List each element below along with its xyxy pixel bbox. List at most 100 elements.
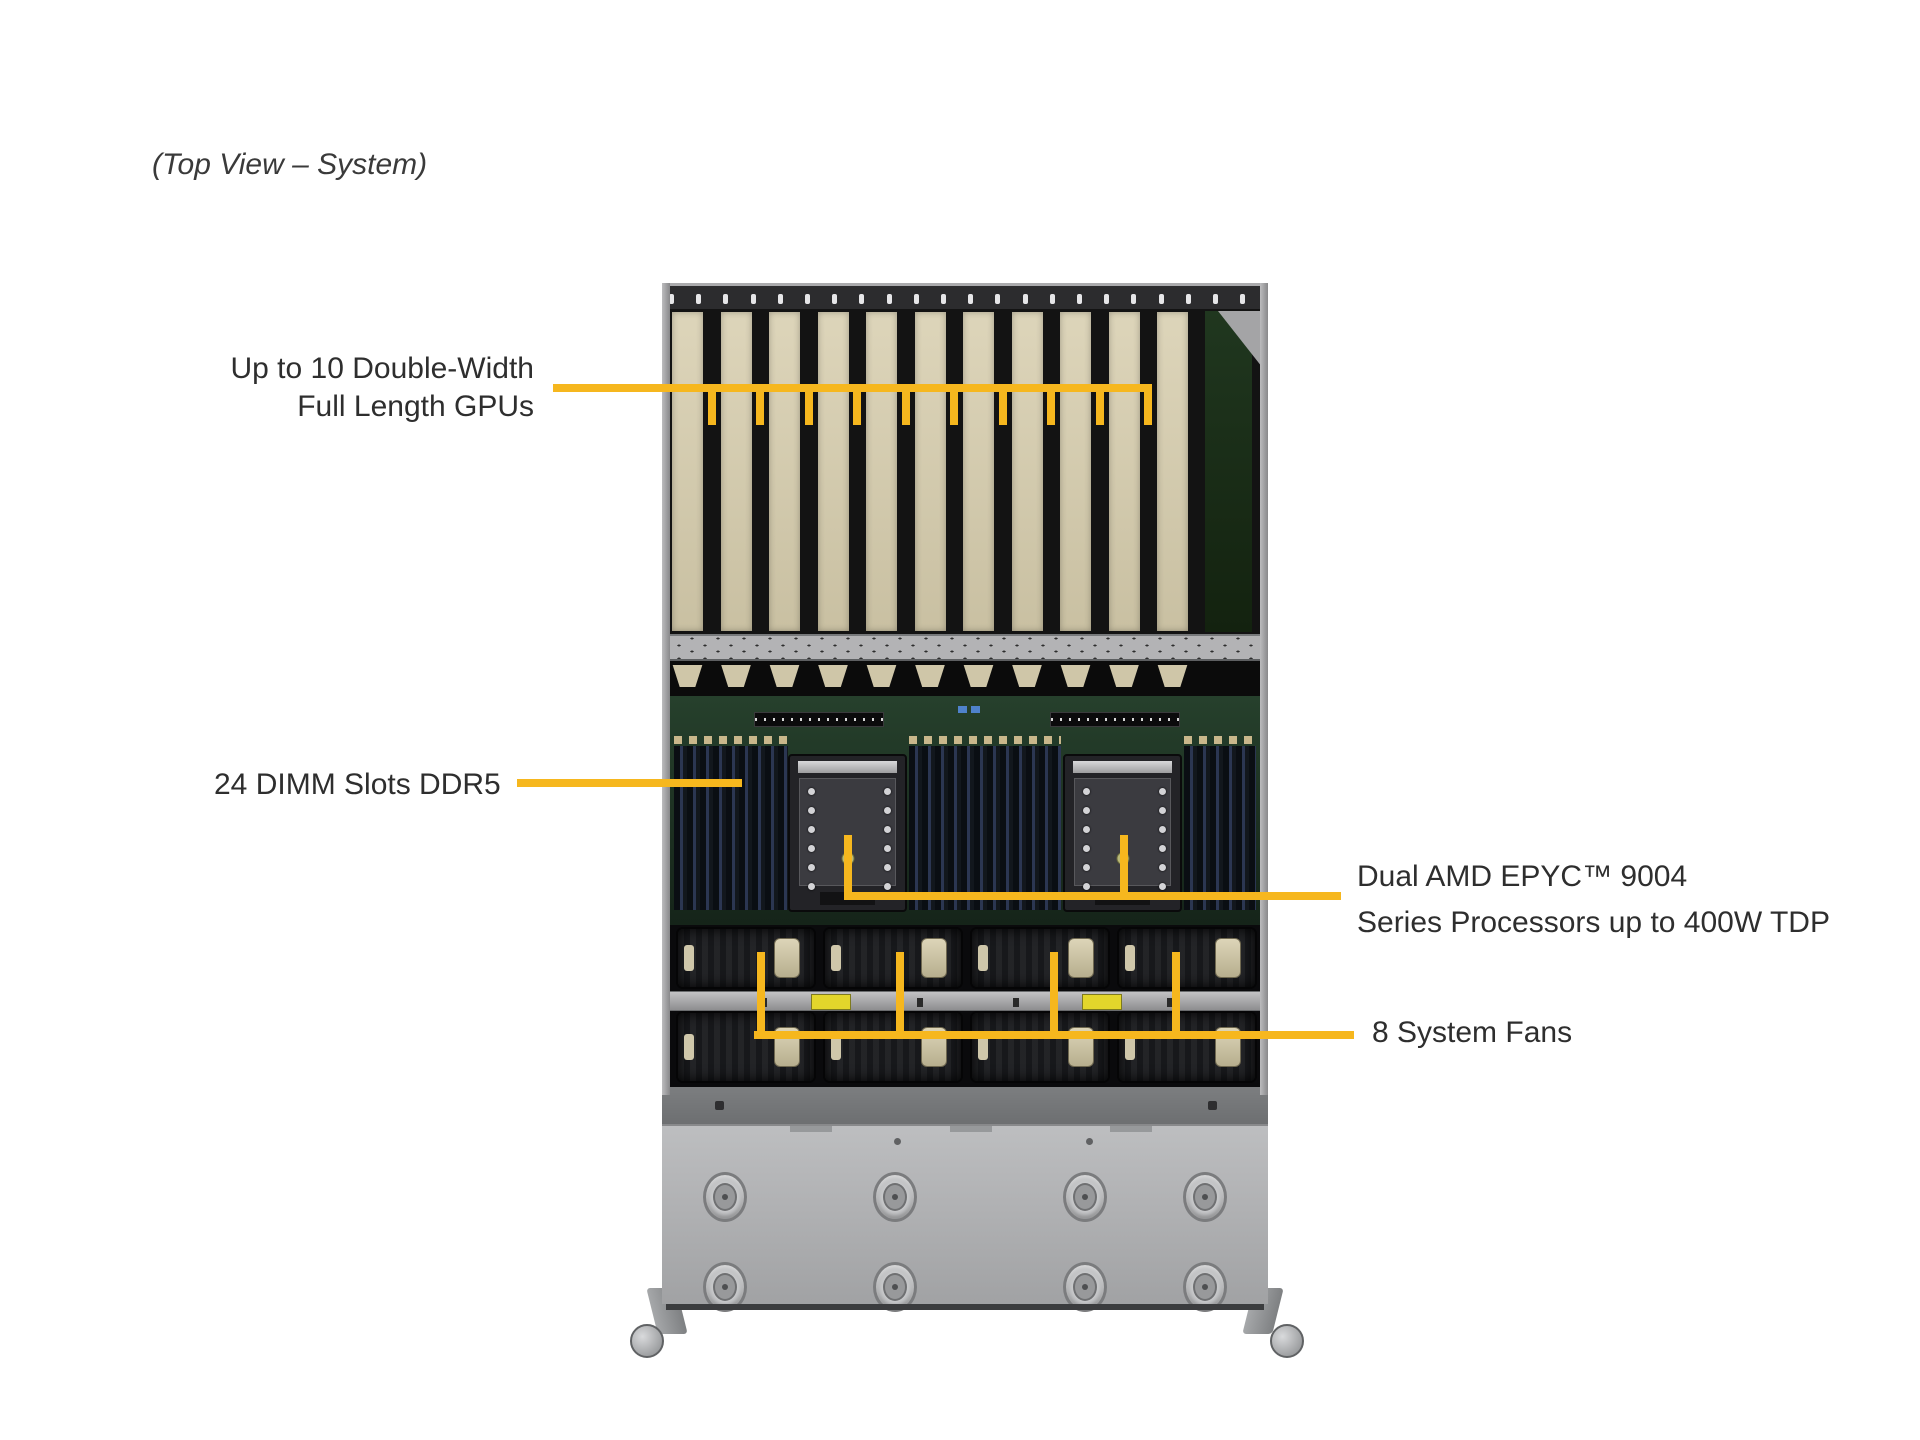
cpu-screw (808, 845, 815, 852)
board-component (971, 706, 980, 713)
grommet-hole (1063, 1262, 1107, 1312)
fan-row-top (664, 927, 1266, 989)
screw (1104, 294, 1110, 304)
dimm-slots-center-bank (909, 746, 1061, 910)
server-chassis-top-view (662, 283, 1268, 1312)
fan-module (1117, 1011, 1257, 1083)
screw (777, 294, 783, 304)
gpu-label-line1: Up to 10 Double-Width (230, 352, 535, 385)
cpu-screw (1159, 864, 1166, 871)
gpu-slot (817, 312, 849, 631)
chassis-band (662, 1087, 1268, 1124)
board-connector (754, 712, 884, 727)
fan-callout-tick (757, 952, 765, 1039)
chassis-rail-right (1260, 283, 1268, 1095)
fan-module (970, 1011, 1110, 1083)
gpu-label-line2: Full Length GPUs (297, 390, 534, 423)
screw (1240, 294, 1246, 304)
screw (894, 1138, 901, 1145)
fan-clip (831, 1034, 841, 1060)
cpu-callout-label: Dual AMD EPYC™ 9004 Series Processors up… (1357, 854, 1917, 946)
cpu-screw (1083, 845, 1090, 852)
component-row (909, 736, 1061, 744)
board-connector (1050, 712, 1180, 727)
cpu-retention-bar (798, 761, 897, 773)
cpu-screw (808, 807, 815, 814)
cpu-retention-bar (1073, 761, 1172, 773)
gpu-callout-line (553, 384, 1152, 392)
chassis-rail-left (662, 283, 670, 1095)
screw (1049, 294, 1055, 304)
gpu-connector (915, 665, 945, 687)
grommet-hole (703, 1172, 747, 1222)
dimm-slots-right-bank (1184, 746, 1256, 910)
support-crossbar (662, 634, 1268, 661)
gpu-callout-tick (756, 392, 765, 425)
panel-tab (950, 1126, 992, 1132)
riser-pcb (1205, 311, 1252, 632)
fan-handle (921, 938, 947, 978)
cpu-screw (884, 826, 891, 833)
screw (1213, 294, 1218, 304)
gpu-callout-tick (1144, 392, 1153, 425)
gpu-slot (672, 312, 703, 631)
gpu-connector (1012, 665, 1042, 687)
cpu-screw (1083, 864, 1090, 871)
fan-clip (684, 945, 694, 971)
screw (1208, 1101, 1217, 1110)
cpu-screw (1159, 807, 1166, 814)
diagram-title: (Top View – System) (152, 148, 428, 181)
screw (696, 294, 702, 304)
gpu-slot (963, 312, 994, 631)
cpu-screw (808, 826, 815, 833)
caster-wheel (630, 1324, 664, 1358)
fan-module (823, 1011, 963, 1083)
gpu-callout-tick (1047, 392, 1056, 425)
caster-foot-left (630, 1288, 690, 1358)
fan-clip (831, 945, 841, 971)
screw (886, 294, 892, 304)
latch (1013, 998, 1019, 1007)
cpu-screw (1083, 883, 1090, 890)
dimm-callout-label: 24 DIMM Slots DDR5 (214, 768, 501, 801)
cpu-screw (1159, 826, 1166, 833)
gpu-connector (963, 665, 994, 687)
screw (1086, 1138, 1093, 1145)
screw (1158, 294, 1164, 304)
board-component (958, 706, 967, 713)
gpu-callout-tick (853, 392, 862, 425)
warning-sticker (811, 994, 851, 1010)
gpu-connector (721, 665, 751, 687)
fan-callout-tick (896, 952, 904, 1039)
panel-tab (1110, 1126, 1152, 1132)
caster-foot-right (1240, 1288, 1304, 1358)
cpu-screw (1083, 826, 1090, 833)
fan-callout-tick (1172, 952, 1180, 1039)
cpu-screw (884, 845, 891, 852)
motherboard (662, 696, 1268, 925)
screw (805, 294, 810, 304)
gpu-slot (866, 312, 897, 631)
fan-clip (684, 1034, 694, 1060)
gpu-slot (1060, 312, 1091, 631)
cpu-screw (1159, 788, 1166, 795)
gpu-slot (1157, 312, 1188, 631)
grommet-hole (1183, 1262, 1227, 1312)
gpu-slot (769, 312, 800, 631)
fan-module (676, 1011, 816, 1083)
gpu-connector (1109, 665, 1139, 687)
gpu-callout-tick (707, 392, 716, 425)
gpu-callout-tick (998, 392, 1007, 425)
cpu-screw (884, 807, 891, 814)
cpu-screw (884, 864, 891, 871)
cpu-screw (1083, 788, 1090, 795)
fan-row-bottom (664, 1011, 1266, 1083)
screw (750, 294, 756, 304)
front-panel (662, 1124, 1268, 1312)
cpu1-callout-line (844, 835, 852, 900)
cpu-label-line2: Series Processors up to 400W TDP (1357, 906, 1830, 939)
fan-module (676, 927, 816, 989)
dimm-slots-left-bank (674, 746, 788, 910)
gpu-connector (818, 665, 848, 687)
